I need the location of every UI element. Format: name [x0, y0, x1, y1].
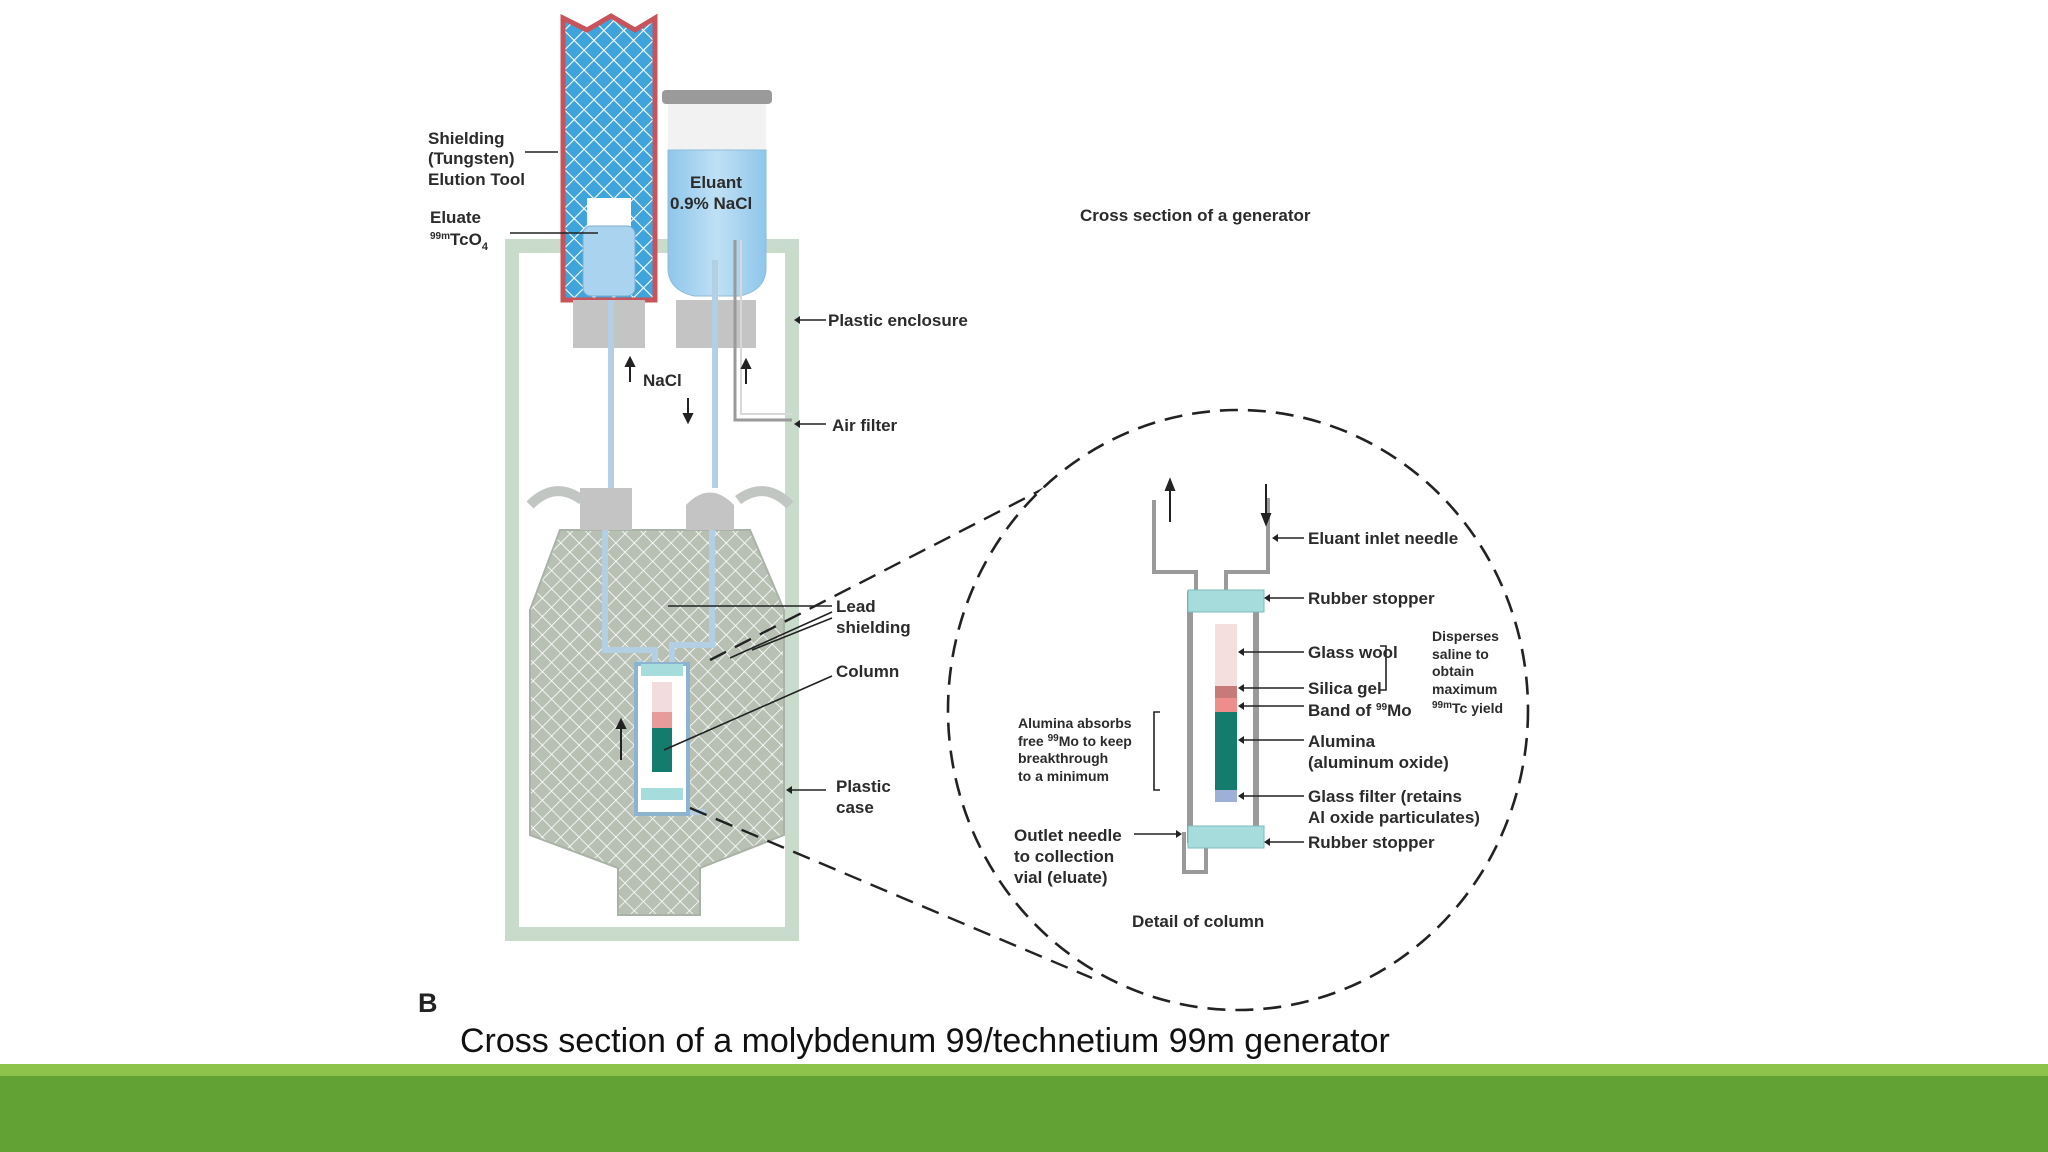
column-glass-wool: [652, 682, 672, 712]
label-absorbs-1: Alumina absorbs: [1018, 715, 1132, 731]
label-nacl: NaCl: [643, 371, 682, 390]
detail-silica-gel: [1215, 686, 1237, 698]
label-plastic-case-1: Plastic: [836, 777, 891, 796]
label-column: Column: [836, 662, 899, 681]
column-band: [652, 712, 672, 728]
flow-arrows: [615, 355, 752, 760]
leader-arrowheads: [786, 316, 800, 794]
label-glass-filter-2: Al oxide particulates): [1308, 808, 1480, 827]
label-eluant-2: 0.9% NaCl: [670, 194, 752, 213]
column-stopper-top: [641, 664, 683, 676]
label-eluate-formula: 99mTcO4: [430, 230, 489, 253]
label-rubber-top: Rubber stopper: [1308, 589, 1435, 608]
detail-leader-arrowheads: [1176, 534, 1278, 846]
generator-title: Cross section of a generator: [1080, 206, 1311, 225]
label-lead-2: shielding: [836, 618, 911, 637]
connector-block-left: [580, 488, 632, 530]
air-filter-line-inner: [740, 240, 792, 415]
label-alumina-1: Alumina: [1308, 732, 1376, 751]
lead-arm-left: [526, 486, 585, 509]
eluate-vial-cap: [587, 198, 631, 228]
label-absorbs-4: to a minimum: [1018, 768, 1109, 784]
lead-arm-right: [735, 486, 794, 509]
label-air-filter: Air filter: [832, 416, 898, 435]
label-silica-gel: Silica gel: [1308, 679, 1382, 698]
label-disperses-4: maximum: [1432, 681, 1497, 697]
label-band-mo: Band of 99Mo: [1308, 701, 1412, 720]
label-rubber-bottom: Rubber stopper: [1308, 833, 1435, 852]
label-disperses-3: obtain: [1432, 663, 1474, 679]
column-alumina: [652, 728, 672, 772]
label-absorbs-3: breakthrough: [1018, 750, 1108, 766]
detail-glass-wool: [1215, 624, 1237, 686]
label-glass-filter-1: Glass filter (retains: [1308, 787, 1462, 806]
label-shielding-1: Shielding: [428, 129, 505, 148]
detail-needle-arrows: [1164, 477, 1272, 527]
label-outlet-1: Outlet needle: [1014, 826, 1122, 845]
footer-bar-light: [0, 1064, 2048, 1076]
label-plastic-case-2: case: [836, 798, 874, 817]
detail-alumina: [1215, 712, 1237, 790]
detail-needles: [1152, 498, 1270, 874]
leader-lines: [510, 151, 833, 791]
detail-title: Detail of column: [1132, 912, 1264, 931]
label-eluate: Eluate: [430, 208, 481, 227]
label-absorbs-2: free 99Mo to keep: [1018, 733, 1132, 749]
label-glass-wool: Glass wool: [1308, 643, 1398, 662]
label-outlet-2: to collection: [1014, 847, 1114, 866]
label-lead-1: Lead: [836, 597, 876, 616]
zoom-lines: [689, 468, 1093, 980]
detail-stopper-top: [1187, 589, 1265, 613]
label-disperses-5: 99mTc yield: [1432, 700, 1503, 716]
label-outlet-3: vial (eluate): [1014, 868, 1108, 887]
footer-bar-dark: [0, 1076, 2048, 1152]
slide-caption: Cross section of a molybdenum 99/technet…: [460, 1022, 1390, 1060]
eluate-vial: [582, 225, 636, 297]
label-eluant-inlet: Eluant inlet needle: [1308, 529, 1458, 548]
label-alumina-2: (aluminum oxide): [1308, 753, 1449, 772]
connector-block-right: [686, 492, 734, 530]
label-disperses-2: saline to: [1432, 646, 1489, 662]
label-shielding-3: Elution Tool: [428, 170, 525, 189]
column-stopper-bottom: [641, 788, 683, 800]
label-disperses-1: Disperses: [1432, 628, 1499, 644]
figure-letter: B: [418, 988, 438, 1018]
detail-band-mo: [1215, 698, 1237, 712]
label-eluant-1: Eluant: [690, 173, 742, 192]
air-filter-line: [733, 240, 792, 422]
detail-stopper-bottom: [1187, 825, 1265, 849]
label-plastic-enclosure: Plastic enclosure: [828, 311, 968, 330]
detail-glass-filter: [1215, 790, 1237, 802]
eluant-bottle-cap: [662, 90, 772, 104]
label-shielding-2: (Tungsten): [428, 149, 515, 168]
detail-leaders: [1134, 537, 1387, 843]
